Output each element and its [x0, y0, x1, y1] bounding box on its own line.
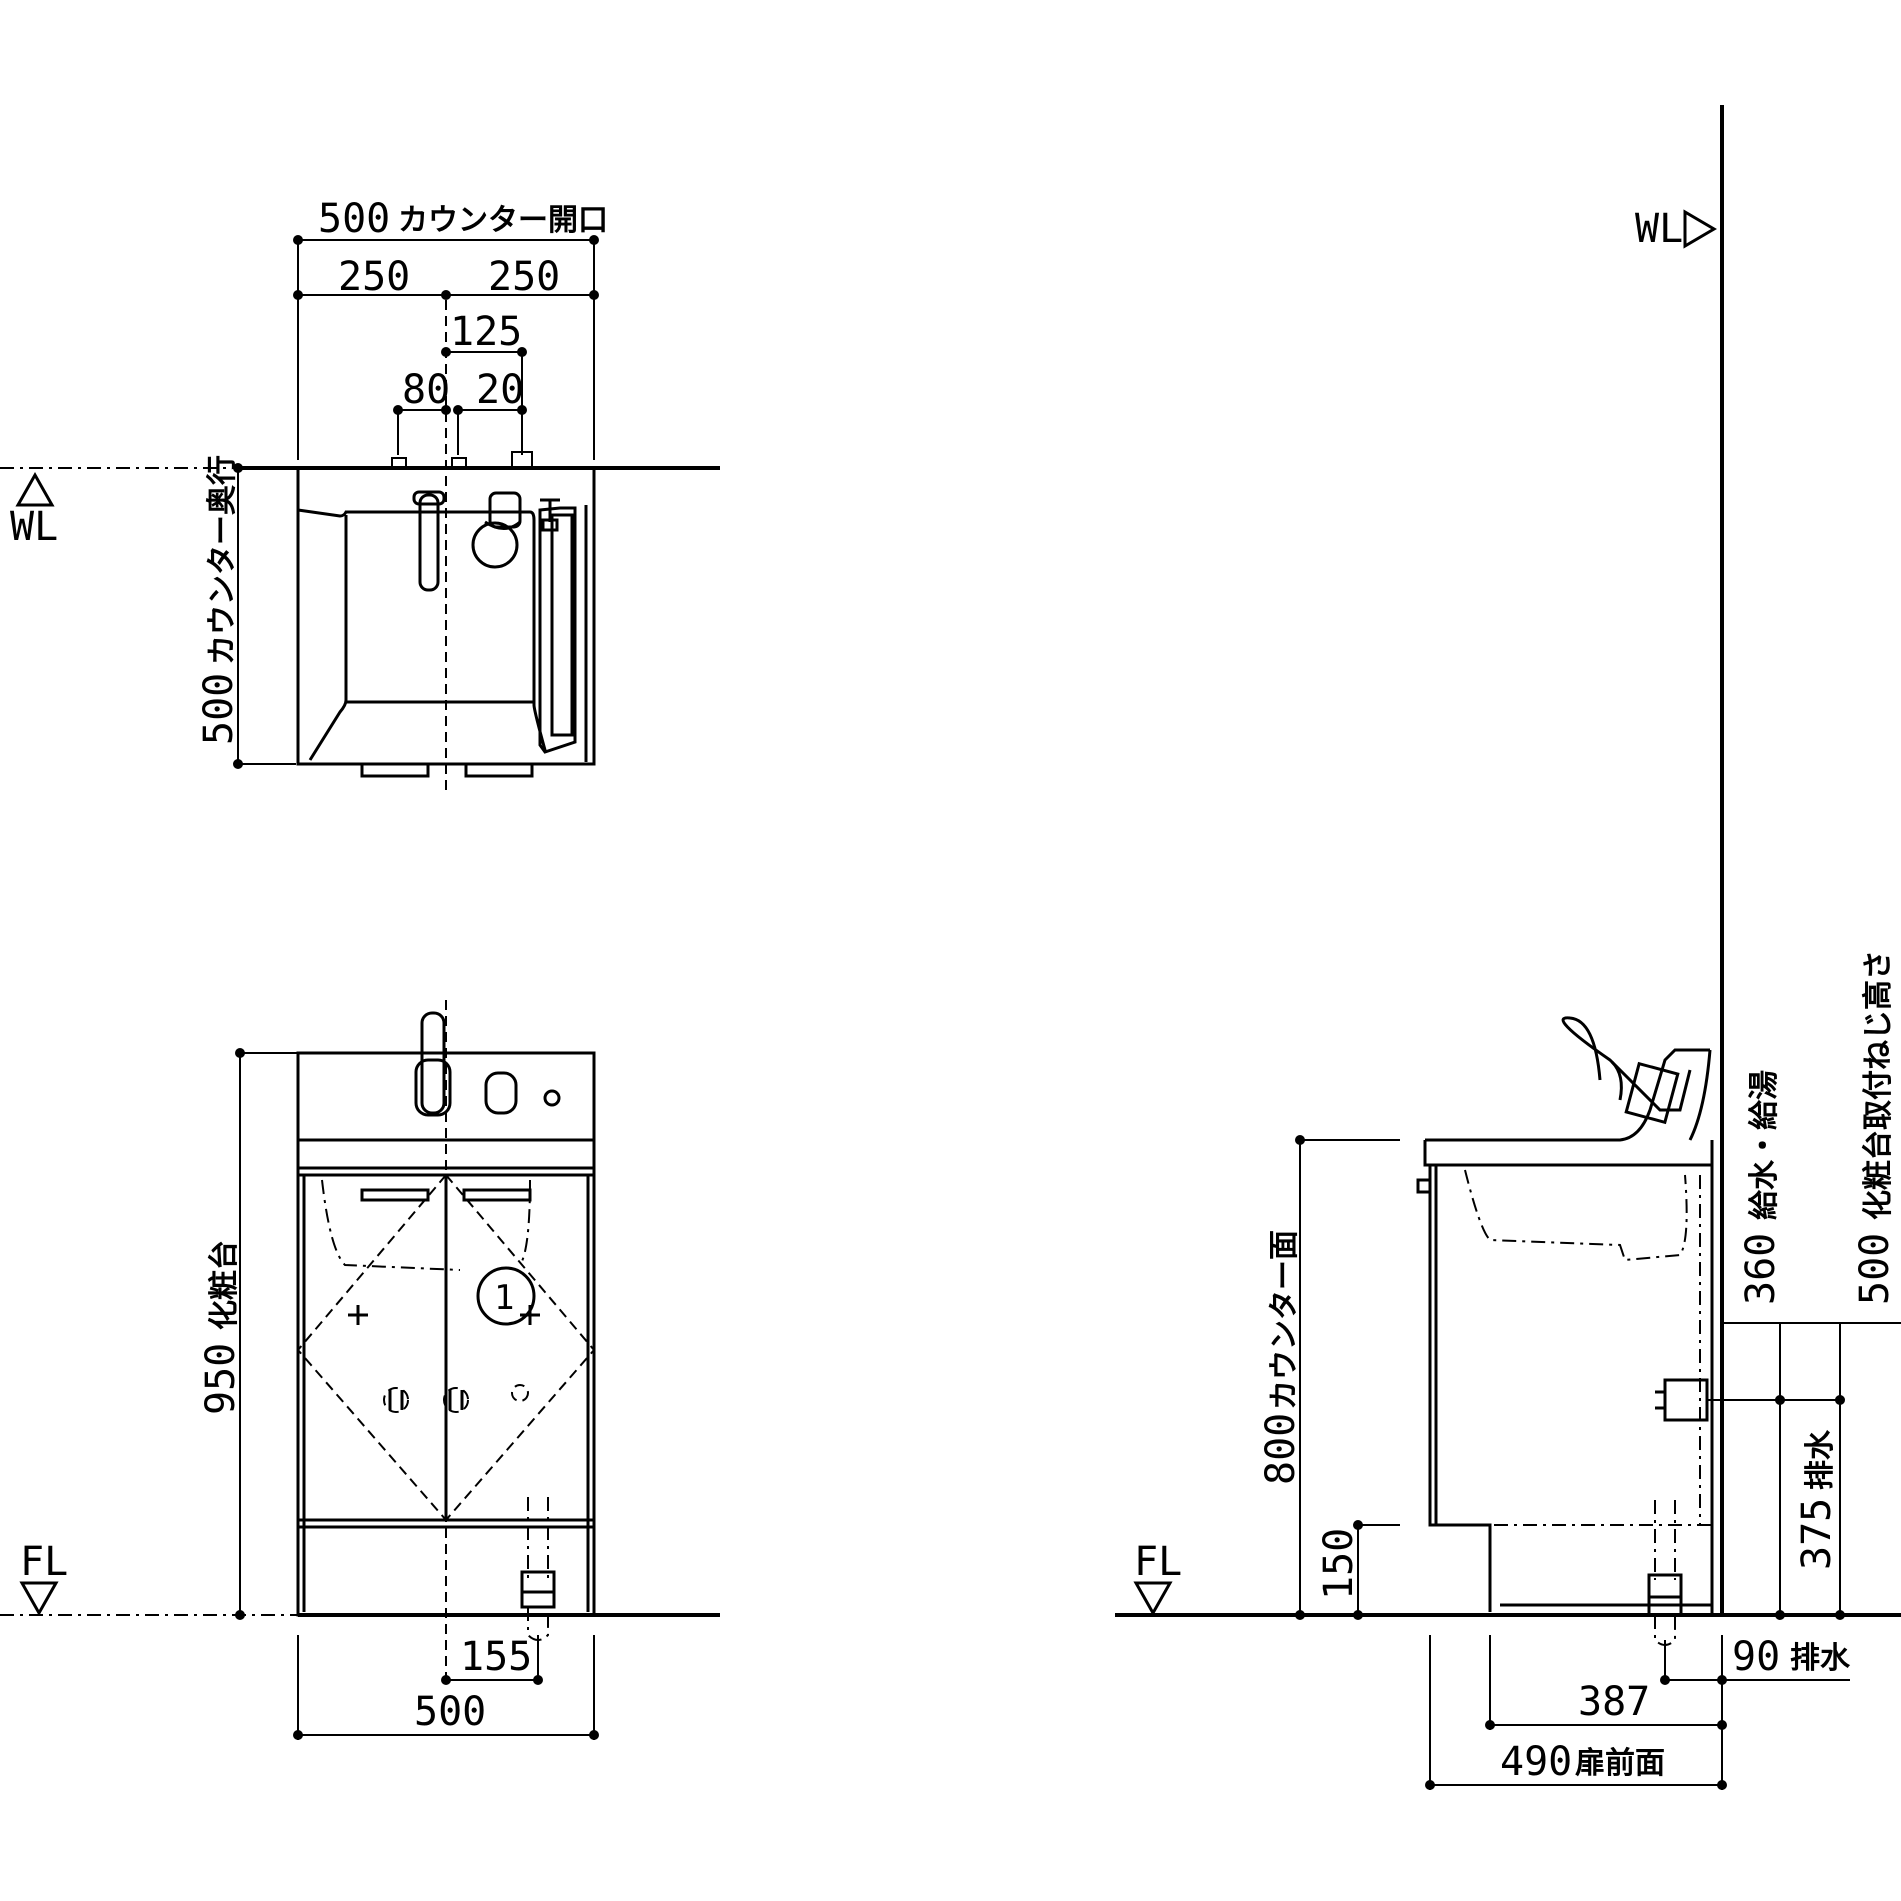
side-counter-height: 800 — [1258, 1413, 1304, 1485]
front-view: FL 1 — [0, 1000, 720, 1740]
plan-wl-label: WL — [10, 504, 58, 550]
side-mount-label: 化粧台取付ねじ高さ — [1861, 950, 1896, 1220]
side-depth-387: 387 — [1578, 1679, 1650, 1725]
side-drain-label: 排水 — [1803, 1429, 1838, 1490]
front-height-dim: 950 — [198, 1343, 244, 1415]
plan-width-dim: 500 — [318, 196, 390, 242]
front-callout: 1 — [494, 1278, 514, 1318]
side-drain-height: 375 — [1794, 1498, 1840, 1570]
plan-left-offset: 80 — [402, 367, 450, 413]
side-wl-label: WL — [1635, 206, 1683, 252]
side-drain-wall: 90 — [1732, 1634, 1780, 1680]
side-supply-label: 給水・給湯 — [1747, 1070, 1782, 1220]
front-fl-label: FL — [20, 1539, 68, 1585]
side-supply-height: 360 — [1738, 1233, 1784, 1305]
side-view: WL FL 800 カウンター — [1115, 105, 1901, 1790]
side-mount-height: 500 — [1852, 1233, 1898, 1305]
plan-depth-label: カウンター奥行 — [205, 455, 240, 665]
side-plinth: 150 — [1316, 1528, 1362, 1600]
plan-faucet-offset: 125 — [450, 309, 522, 355]
plan-right-offset: 20 — [476, 367, 524, 413]
wl-marker-icon — [1683, 209, 1717, 249]
plan-view: WL 500 カウンター開口 — [0, 196, 720, 790]
side-counter-label: カウンター面 — [1267, 1230, 1302, 1410]
plan-depth-dim: 500 — [196, 673, 242, 745]
front-drain-offset: 155 — [460, 1634, 532, 1680]
wl-marker-icon — [15, 471, 55, 507]
side-depth-490: 490 — [1500, 1739, 1572, 1785]
fl-marker-icon — [19, 1581, 59, 1617]
plan-half-left: 250 — [338, 254, 410, 300]
side-drain-wall-label: 排水 — [1790, 1641, 1851, 1676]
side-fl-label: FL — [1134, 1539, 1182, 1585]
plan-half-right: 250 — [488, 254, 560, 300]
side-door-label: 扉前面 — [1575, 1746, 1665, 1781]
front-width-dim: 500 — [414, 1689, 486, 1735]
plan-width-label: カウンター開口 — [398, 203, 608, 238]
front-height-label: 化粧台 — [207, 1240, 242, 1330]
fl-marker-icon — [1133, 1581, 1173, 1617]
